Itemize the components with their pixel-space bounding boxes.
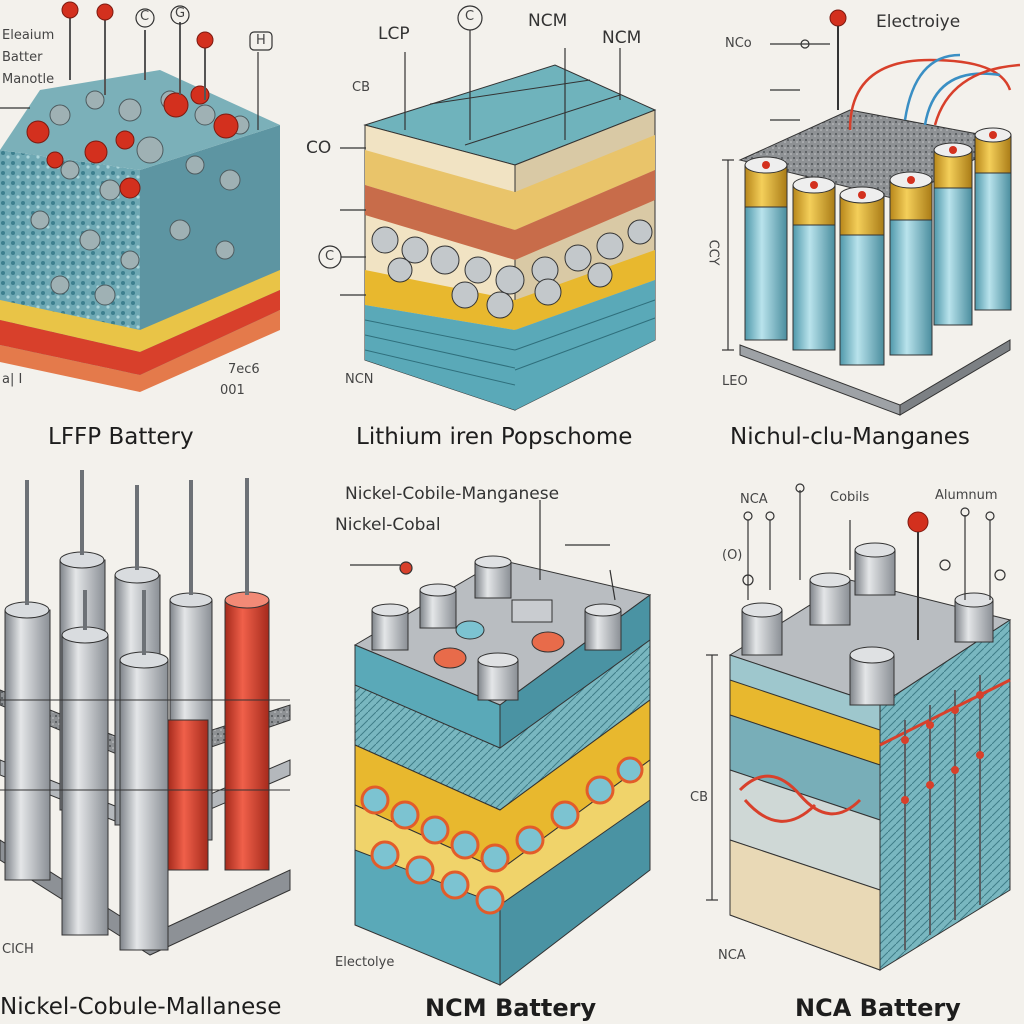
ncm3-label-c: CCY bbox=[705, 239, 721, 266]
lip-label-e: CB bbox=[352, 80, 370, 95]
panel-lffp-block bbox=[0, 1, 280, 392]
nca-top-cells bbox=[741, 542, 994, 706]
lffp-label-c: Manotle bbox=[2, 72, 55, 87]
ncm5-caption: NCM Battery bbox=[425, 994, 597, 1022]
lip-label-d: NCM bbox=[602, 28, 642, 48]
lip-label-c: NCM bbox=[528, 11, 568, 31]
panel-cylinders-block bbox=[0, 470, 291, 956]
ncm3-caption: Nichul-clu-Manganes bbox=[730, 424, 970, 450]
lffp-label-d: C bbox=[140, 9, 150, 24]
ncm3-label-d: LEO bbox=[722, 374, 748, 389]
ncm5-label-c: Electolye bbox=[335, 955, 395, 970]
ncm3-label-a: NCo bbox=[725, 36, 752, 51]
lffp-pin-heads bbox=[61, 1, 214, 49]
p4-cylinders bbox=[4, 551, 270, 951]
lffp-red-particles bbox=[26, 85, 239, 199]
nca-label-b: Cobils bbox=[830, 490, 870, 505]
lip-spheres bbox=[371, 219, 653, 319]
lip-label-a: LCP bbox=[378, 24, 410, 44]
lip-label-g: C bbox=[325, 249, 335, 264]
ncm3-cells bbox=[744, 127, 1012, 366]
ncm5-top-caps bbox=[371, 555, 622, 701]
ncm3-label-b: Electroiye bbox=[876, 12, 961, 32]
lffp-callouts bbox=[0, 5, 273, 130]
ncm5-cells bbox=[360, 756, 644, 915]
nca-label-d: CB bbox=[690, 790, 708, 805]
lffp-label-e: G bbox=[175, 6, 186, 21]
panel-nickel-cells-block bbox=[722, 9, 1021, 416]
nca-red-circuit bbox=[738, 678, 1011, 823]
p4-caption: Nickel-Cobule-Mallanese bbox=[0, 994, 282, 1020]
panel-lithium-iron-block bbox=[318, 5, 657, 411]
lip-label-b: C bbox=[465, 9, 475, 24]
panel-ncm-block bbox=[350, 500, 652, 987]
lffp-label-a: Eleaium bbox=[2, 28, 55, 43]
nca-label-a: NCA bbox=[740, 492, 768, 507]
lip-label-h: NCN bbox=[345, 372, 374, 387]
p4-label-a: CICH bbox=[2, 942, 34, 957]
ncm3-wires bbox=[848, 53, 1021, 131]
lip-caption: Lithium iren Popschome bbox=[356, 424, 633, 450]
panel-nca-block bbox=[706, 483, 1012, 971]
lffp-label-h: 001 bbox=[220, 383, 245, 398]
nca-label-c: Alumnum bbox=[935, 488, 998, 503]
p4-rods bbox=[25, 470, 249, 655]
nca-label-e: NCA bbox=[718, 948, 746, 963]
lffp-label-b: Batter bbox=[2, 50, 43, 65]
lffp-label-i: a| I bbox=[2, 372, 23, 387]
lip-label-f: CO bbox=[306, 138, 332, 158]
ncm5-label-a: Nickel-Cobile-Manganese bbox=[345, 484, 560, 504]
nca-grid-bars bbox=[904, 675, 981, 950]
lffp-label-g: 7ec6 bbox=[228, 362, 260, 377]
lffp-pins bbox=[69, 12, 206, 100]
nca-caption: NCA Battery bbox=[795, 994, 961, 1022]
lffp-top-face bbox=[0, 70, 280, 170]
nca-label-f: (O) bbox=[722, 548, 743, 563]
ncm5-label-b: Nickel-Cobal bbox=[335, 515, 441, 535]
lffp-label-f: H bbox=[256, 33, 266, 48]
lffp-caption: LFFP Battery bbox=[48, 424, 194, 450]
